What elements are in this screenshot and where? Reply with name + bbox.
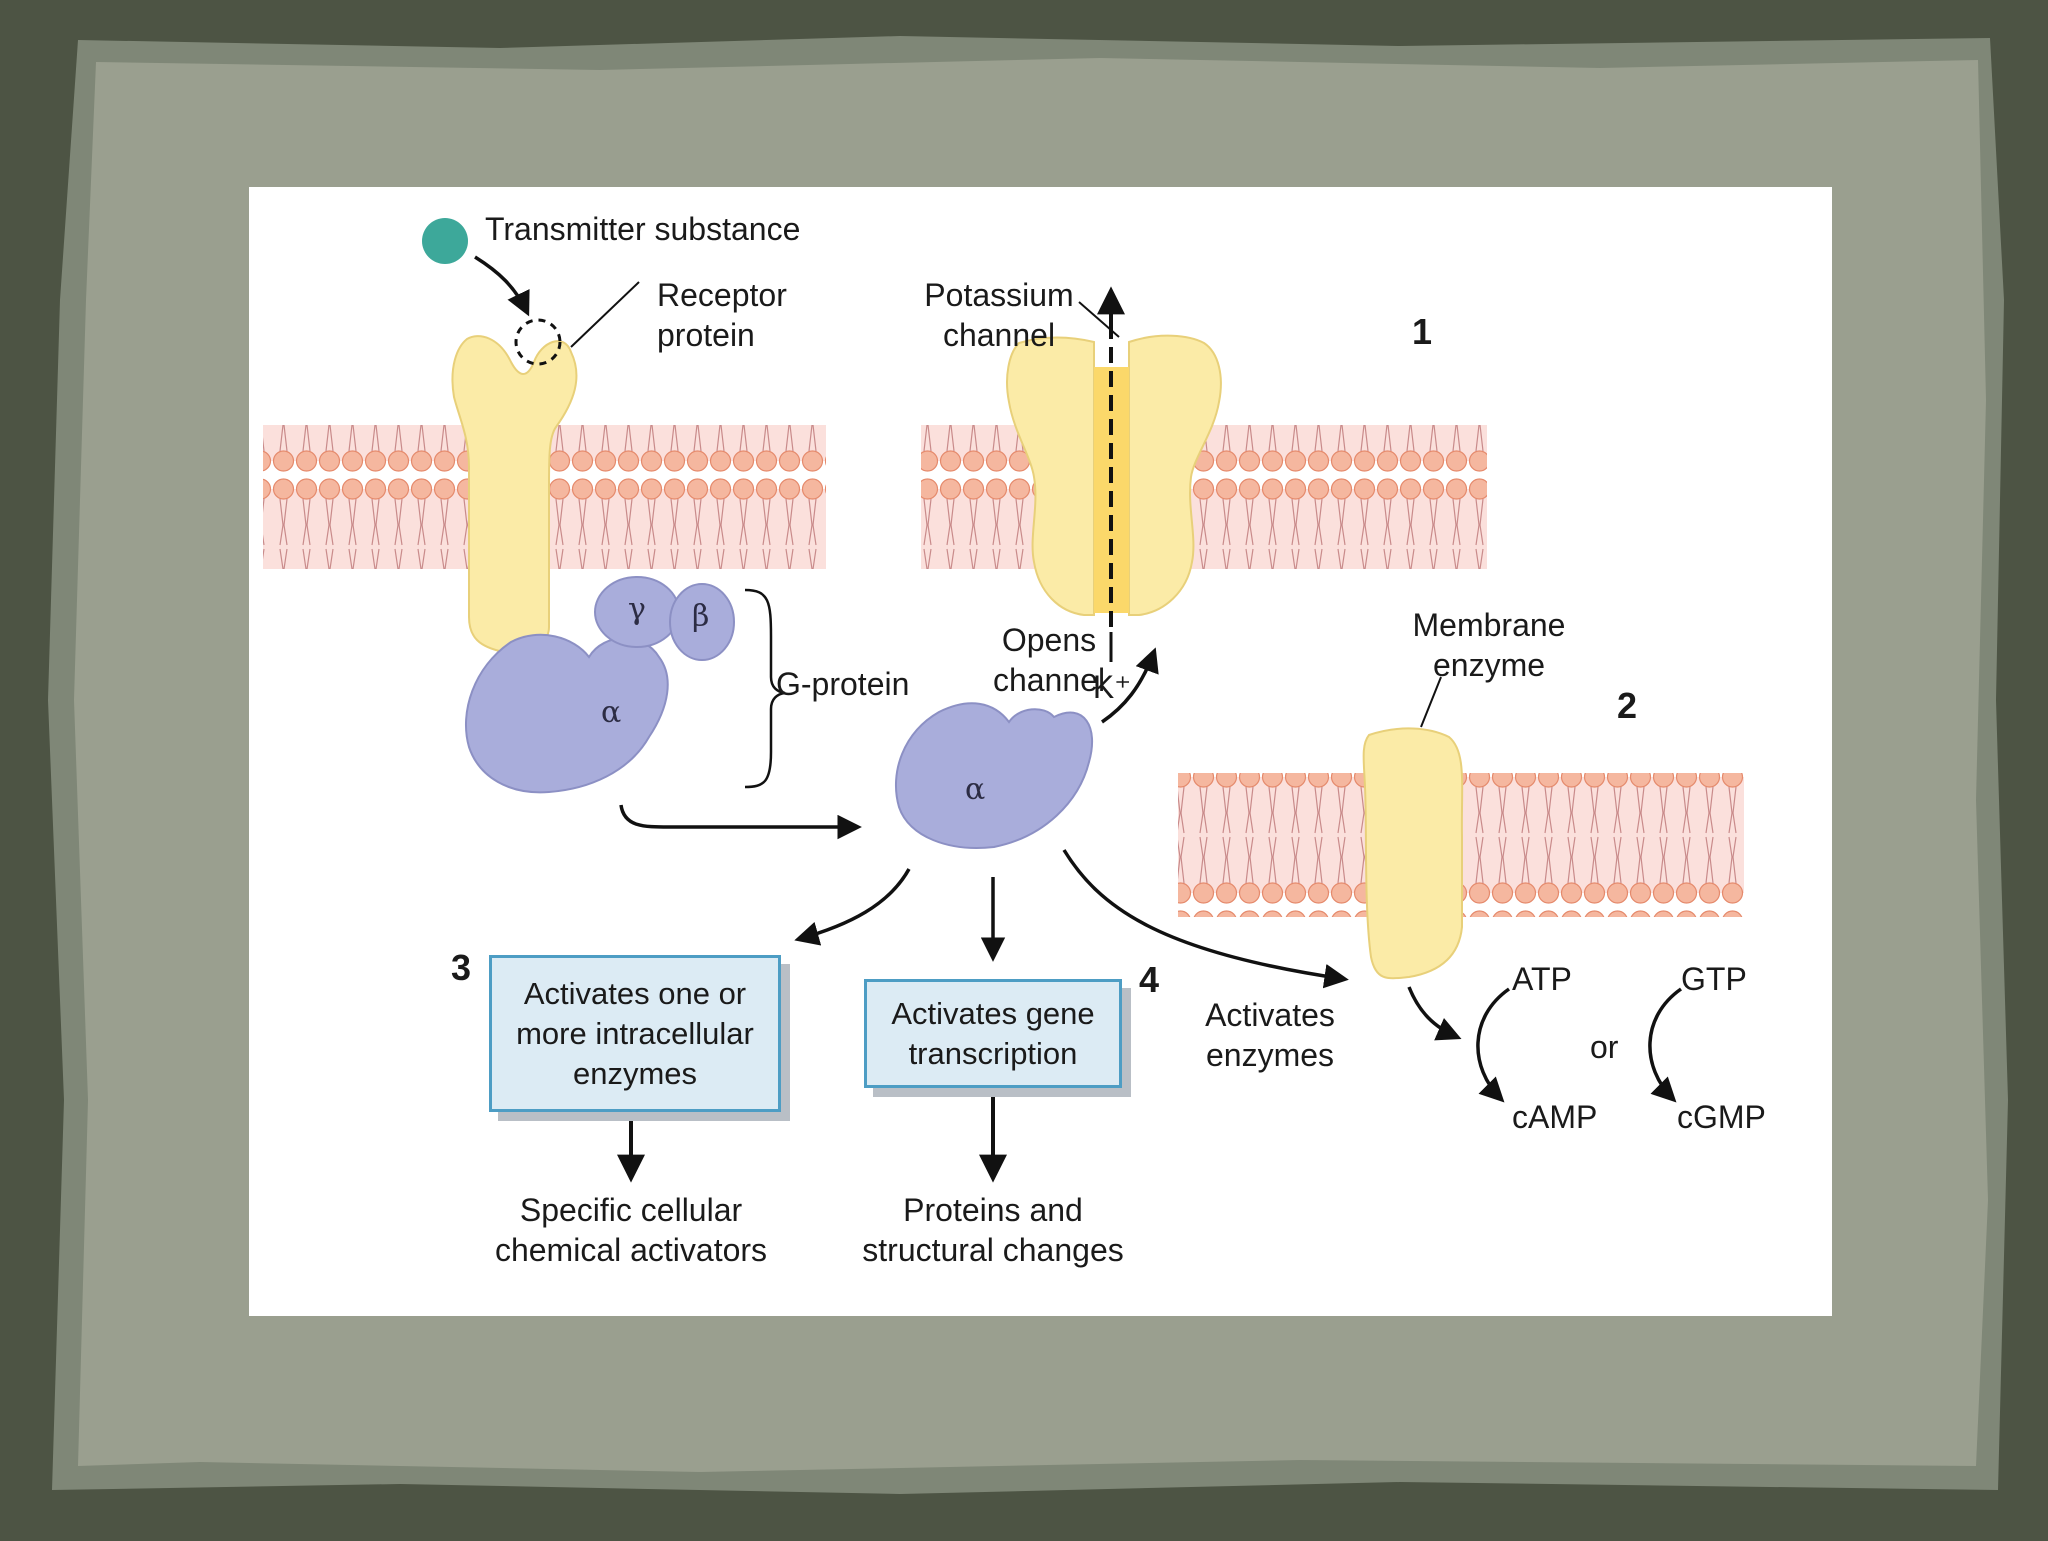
step-number-1: 1 xyxy=(1412,311,1433,352)
atp-to-camp-arrow xyxy=(1476,987,1511,1103)
specific-activators-label: Specific cellular chemical activators xyxy=(494,1192,768,1268)
cgmp-label: cGMP xyxy=(1677,1099,1766,1135)
camp-label: cAMP xyxy=(1512,1099,1598,1135)
receptor-leader-line xyxy=(570,281,640,348)
activates-enzymes-label: Activates enzymes xyxy=(1205,997,1335,1073)
alpha-symbol: α xyxy=(601,695,622,730)
arrow-to-membrane-enzyme xyxy=(1062,849,1349,989)
binding-site-icon xyxy=(514,318,562,366)
transmitter-label: Transmitter substance xyxy=(485,211,801,247)
step-number-3: 3 xyxy=(451,947,472,988)
gamma-symbol: γ xyxy=(628,592,646,627)
box-gene-transcription: Activates gene transcription xyxy=(864,979,1122,1088)
gtp-label: GTP xyxy=(1681,961,1747,997)
opens-channel-arrow xyxy=(1101,647,1159,724)
step-number-4: 4 xyxy=(1139,959,1160,1000)
opens-channel-label: Opens channel xyxy=(992,622,1106,698)
potassium-label: Potassium channel xyxy=(924,277,1074,353)
membrane-enzyme-leader-line xyxy=(1420,676,1442,728)
membrane-enzyme xyxy=(1362,727,1464,980)
transmitter-substance-icon xyxy=(422,218,468,264)
diagram-panel: α γ β α Transmitter substance Receptor p… xyxy=(249,187,1832,1316)
enzyme-output-arrow xyxy=(1407,986,1462,1041)
potassium-channel-left xyxy=(1006,336,1095,616)
transmitter-binding-arrow xyxy=(474,255,530,317)
beta-symbol: β xyxy=(692,599,710,634)
g-protein-beta xyxy=(669,583,735,661)
step-number-2: 2 xyxy=(1617,685,1638,726)
g-protein-brace xyxy=(744,588,786,789)
membrane-enzyme-label: Membrane enzyme xyxy=(1412,607,1566,683)
receptor-label: Receptor protein xyxy=(657,277,787,353)
g-protein-alpha xyxy=(465,633,669,794)
activated-alpha-subunit xyxy=(894,702,1094,849)
box-intracellular-text: Activates one or more intracellular enzy… xyxy=(516,975,754,1091)
potassium-leader-line xyxy=(1078,301,1120,338)
box-gene-text: Activates gene transcription xyxy=(891,995,1095,1071)
alpha-release-arrow xyxy=(619,804,862,840)
receptor-protein xyxy=(451,335,578,655)
or-label: or xyxy=(1590,1029,1619,1065)
k-ion-label: K⁺ xyxy=(1092,669,1132,705)
diagram-graphics xyxy=(263,218,1744,1183)
alpha-active-symbol: α xyxy=(965,772,986,807)
g-protein-label: G-protein xyxy=(776,666,910,702)
arrow-to-box3 xyxy=(794,868,911,946)
potassium-channel-right xyxy=(1128,334,1222,616)
membrane-top-right xyxy=(921,425,1487,569)
gtp-to-cgmp-arrow xyxy=(1648,987,1683,1103)
atp-label: ATP xyxy=(1512,961,1572,997)
proteins-structural-label: Proteins and structural changes xyxy=(862,1192,1124,1268)
box-intracellular-enzymes: Activates one or more intracellular enzy… xyxy=(489,955,781,1112)
